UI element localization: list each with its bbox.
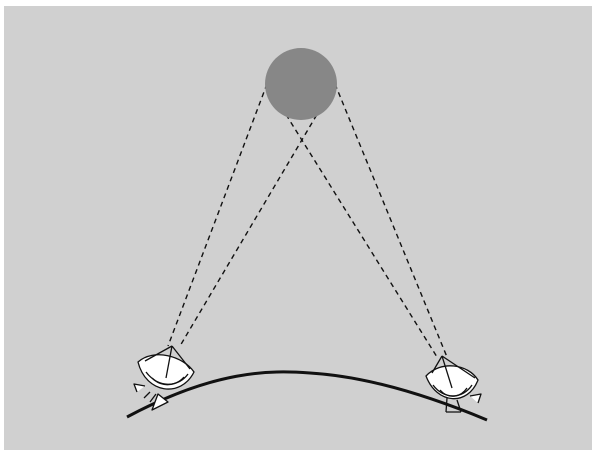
circle-source-icon bbox=[265, 48, 337, 120]
